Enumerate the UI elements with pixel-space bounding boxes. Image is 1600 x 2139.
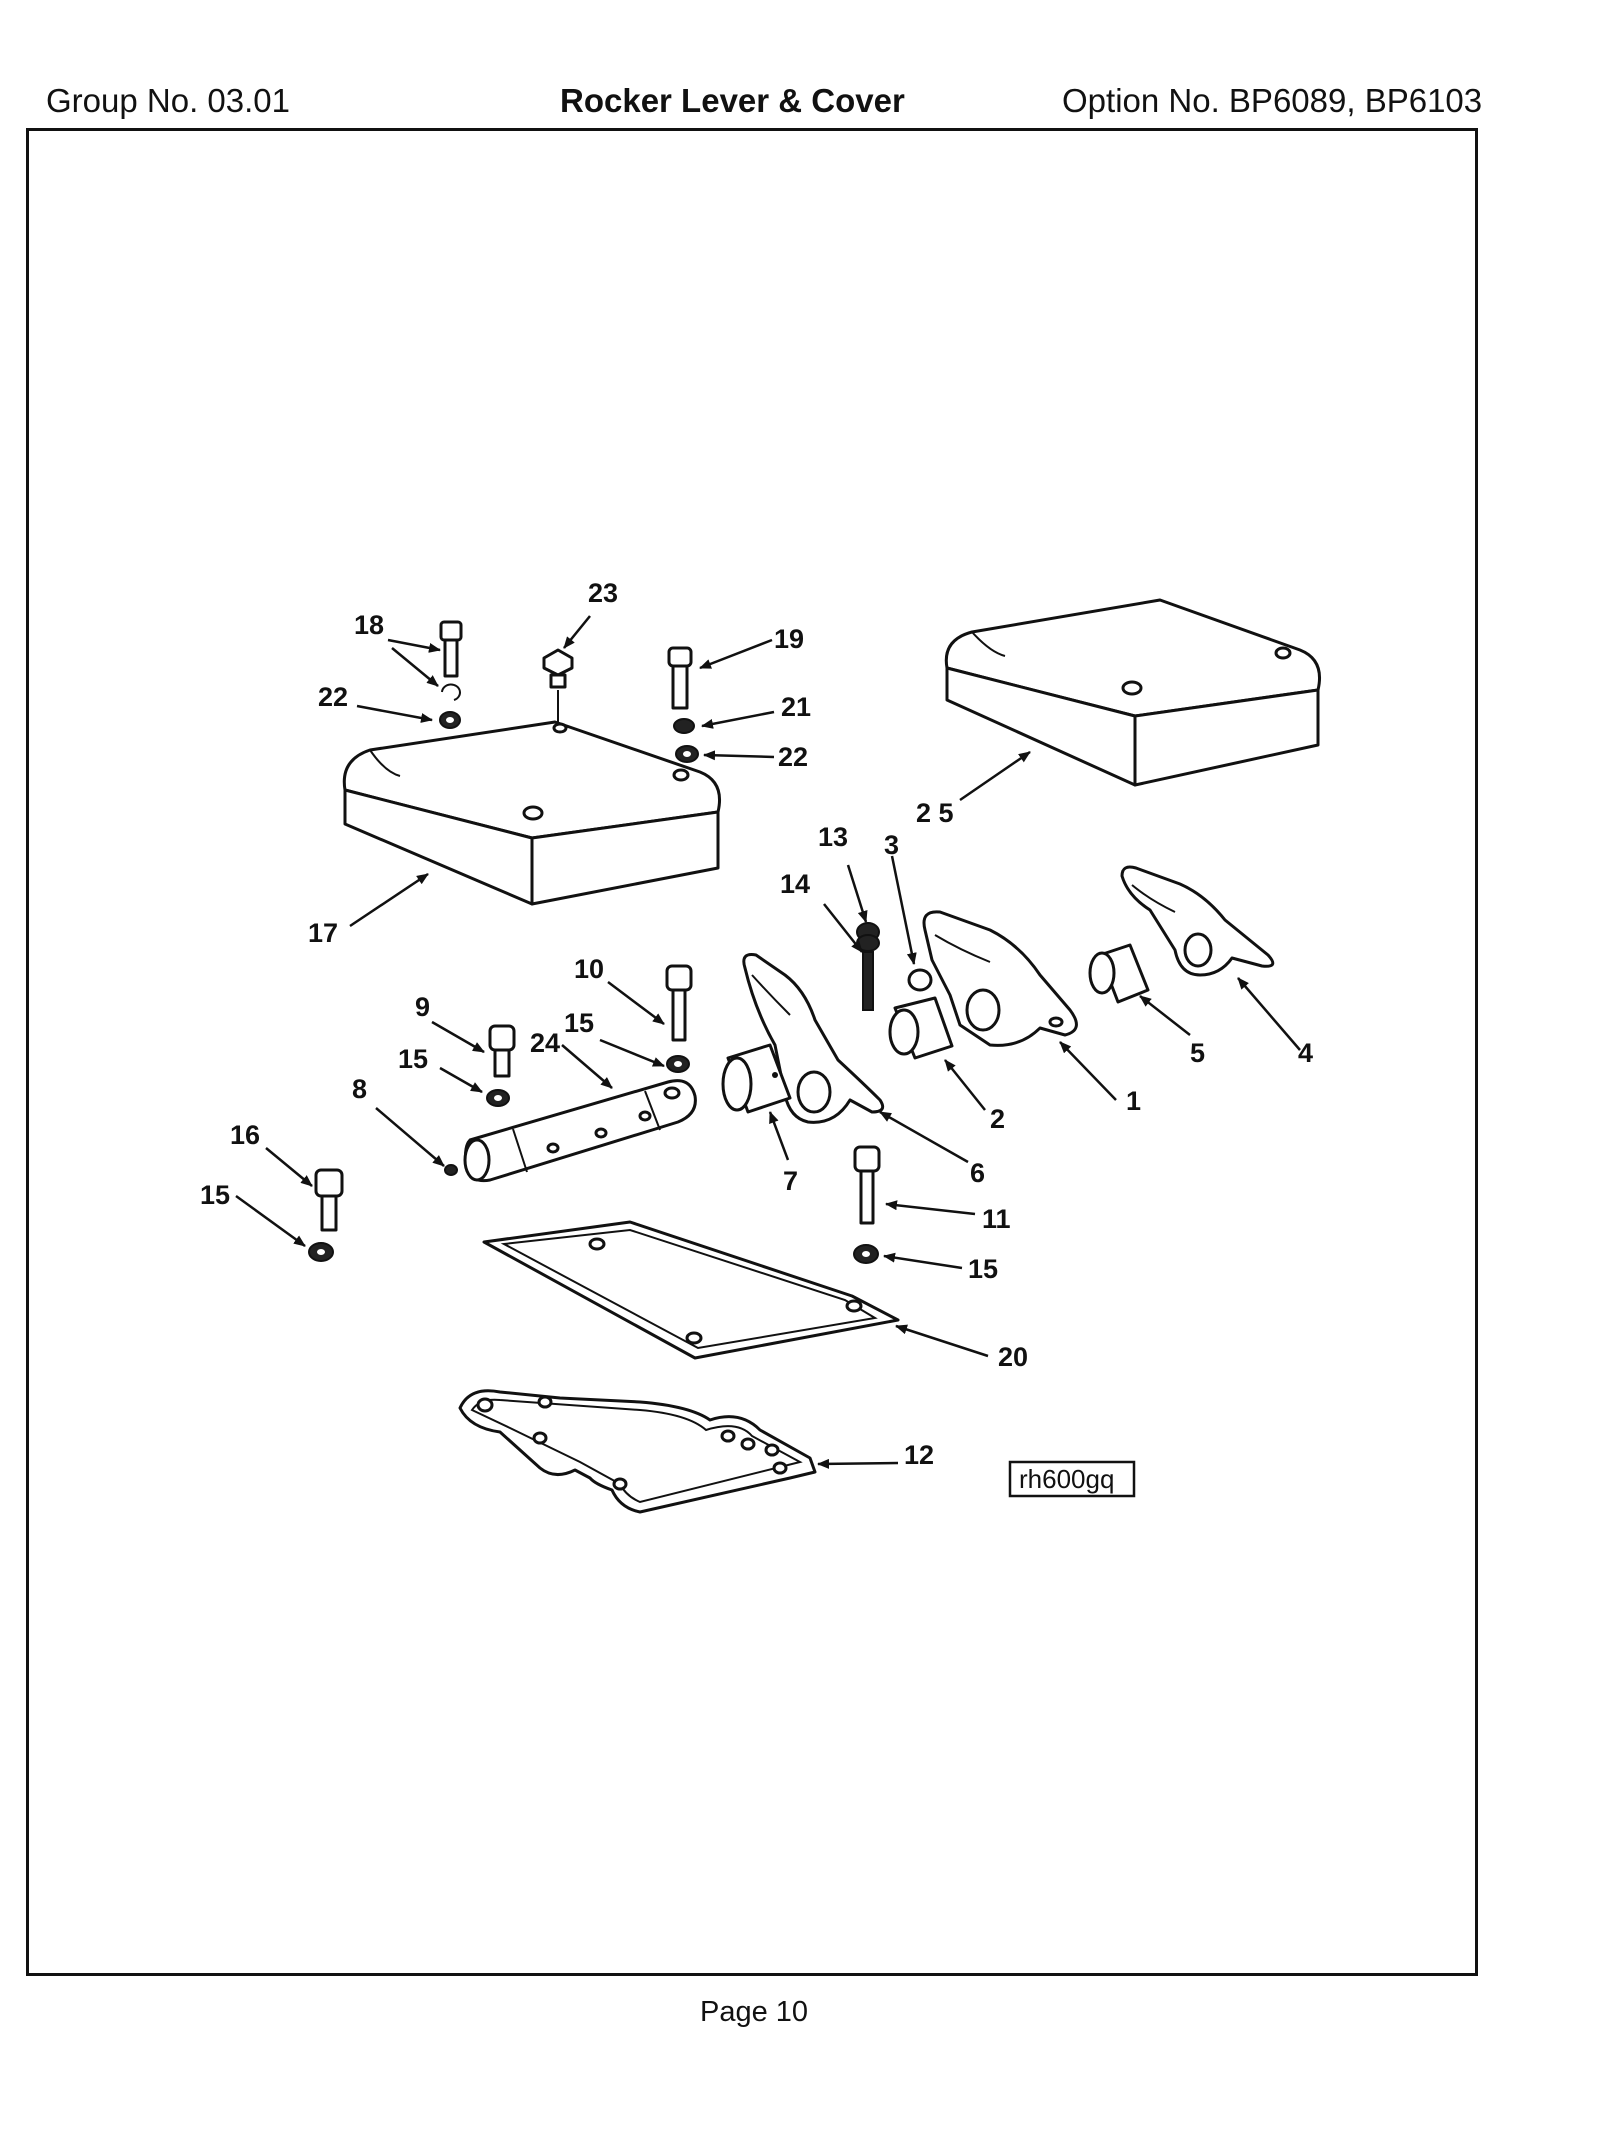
- bushing-7: [721, 1043, 792, 1114]
- rocker-lever-1: [922, 910, 1078, 1047]
- callout-15-shaft: 15: [564, 1008, 594, 1038]
- callout-21: 21: [781, 692, 811, 722]
- screw-16: [308, 1168, 344, 1262]
- callout-15-screw16: 15: [200, 1180, 230, 1210]
- bushing-2: [888, 996, 954, 1060]
- callout-19: 19: [774, 624, 804, 654]
- callout-2: 2: [990, 1104, 1005, 1134]
- callout-11: 11: [982, 1204, 1011, 1234]
- screw-9: [486, 1024, 516, 1107]
- callout-8: 8: [352, 1074, 367, 1104]
- rocker-lever-6: [742, 953, 885, 1124]
- callout-5: 5: [1190, 1038, 1205, 1068]
- page-title: Rocker Lever & Cover: [560, 82, 905, 119]
- callout-14: 14: [780, 869, 810, 899]
- screw-18: [439, 620, 463, 729]
- plug-8: [444, 1164, 458, 1176]
- callout-9: 9: [415, 992, 430, 1022]
- callout-23: 23: [588, 578, 618, 608]
- bushing-5: [1088, 943, 1150, 1004]
- diagram-frame: [26, 128, 1478, 1976]
- callout-10: 10: [574, 954, 604, 984]
- screw-11: [853, 1145, 881, 1264]
- screw-10: [665, 964, 693, 1073]
- callout-18: 18: [354, 610, 384, 640]
- reference-code: rh600gq: [1019, 1464, 1114, 1494]
- callout-24: 24: [530, 1028, 560, 1058]
- callout-16: 16: [230, 1120, 260, 1150]
- leader-lines: [235, 615, 1301, 1469]
- callout-22-right: 22: [778, 742, 808, 772]
- callout-22-left: 22: [318, 682, 348, 712]
- callout-13: 13: [818, 822, 848, 852]
- rocker-shaft-24: [463, 1079, 697, 1183]
- callout-6: 6: [970, 1158, 985, 1188]
- screw-19: [667, 646, 699, 763]
- gasket-20: [482, 1220, 900, 1360]
- rocker-cover-right: [944, 598, 1321, 787]
- reference-code-box: rh600gq: [1008, 1460, 1136, 1498]
- callout-17: 17: [308, 918, 338, 948]
- rocker-lever-4: [1120, 865, 1275, 977]
- callout-15-screw11: 15: [968, 1254, 998, 1284]
- callout-12: 12: [904, 1440, 934, 1470]
- callout-labels: 23 18 22 19 21 22 2 5 17 13 3 14 4 5 1 2…: [200, 578, 1313, 1470]
- callout-25: 2 5: [916, 798, 954, 828]
- plug-3: [907, 968, 933, 992]
- rocker-cover-left: [342, 720, 721, 906]
- callout-20: 20: [998, 1342, 1028, 1372]
- callout-15-screw9: 15: [398, 1044, 428, 1074]
- callout-1: 1: [1126, 1086, 1141, 1116]
- page-number: Page 10: [700, 1996, 809, 2028]
- gasket-12: [458, 1389, 817, 1514]
- group-number: Group No. 03.01: [46, 82, 290, 119]
- callout-7: 7: [783, 1166, 798, 1196]
- callout-3: 3: [884, 830, 899, 860]
- breather-23: [542, 648, 574, 722]
- stud-14: [856, 922, 880, 1011]
- option-number: Option No. BP6089, BP6103: [1062, 82, 1483, 119]
- callout-4: 4: [1298, 1038, 1313, 1068]
